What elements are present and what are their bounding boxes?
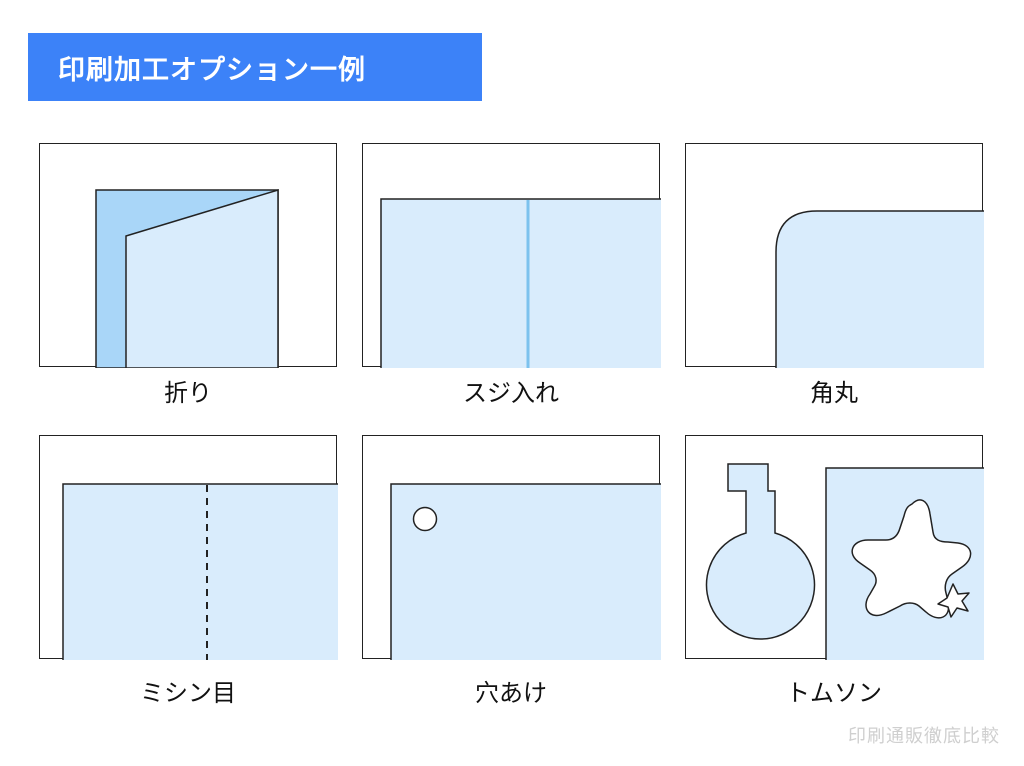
die-cut-caption: トムソン bbox=[786, 679, 882, 707]
hole-punch-panel bbox=[362, 435, 661, 660]
rounded-corner-illustration bbox=[775, 210, 984, 368]
punched-hole bbox=[412, 506, 438, 532]
rounded-corner-caption: 角丸 bbox=[810, 379, 858, 407]
large-star-cutout bbox=[851, 499, 972, 619]
die-cut-illustration bbox=[705, 463, 984, 660]
tag-shape bbox=[705, 463, 816, 640]
rounded-corner-sheet bbox=[775, 210, 984, 368]
rounded-corner-panel bbox=[685, 143, 984, 368]
crease-panel bbox=[362, 143, 661, 368]
crease-sheet bbox=[380, 198, 661, 368]
hole-punch-caption: 穴あけ bbox=[475, 679, 547, 707]
watermark: 印刷通販徹底比較 bbox=[848, 726, 1000, 747]
fold-panel bbox=[39, 143, 337, 368]
perforation-panel bbox=[39, 435, 338, 660]
fold-illustration bbox=[95, 188, 279, 368]
hole-punch-sheet bbox=[390, 483, 661, 660]
perforation-sheet bbox=[62, 483, 338, 660]
fold-caption: 折り bbox=[164, 379, 212, 407]
perforation-illustration bbox=[62, 483, 338, 660]
fold-front-flap bbox=[125, 188, 279, 368]
hole-punch-illustration bbox=[390, 483, 661, 660]
page-title: 印刷加工オプション一例 bbox=[28, 33, 482, 101]
crease-illustration bbox=[380, 198, 661, 368]
perforation-caption: ミシン目 bbox=[140, 679, 236, 707]
page-title-text: 印刷加工オプション一例 bbox=[58, 54, 366, 86]
die-cut-panel bbox=[685, 435, 984, 660]
crease-caption: スジ入れ bbox=[463, 379, 559, 407]
small-star-cutout bbox=[937, 583, 970, 618]
